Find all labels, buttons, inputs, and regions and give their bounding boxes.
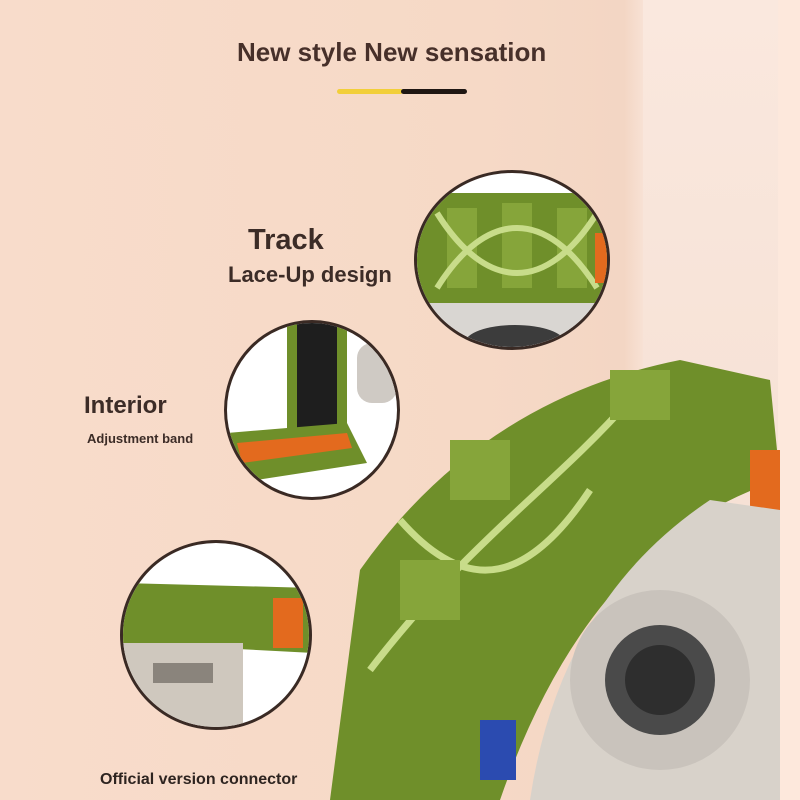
feature-subtitle-adjustment: Adjustment band: [87, 431, 194, 446]
watch-band-image: [330, 360, 780, 800]
feature-title-interior: Interior: [84, 392, 167, 419]
divider-black: [401, 89, 467, 94]
connector-image: [120, 540, 312, 730]
divider-yellow: [337, 89, 403, 94]
feature-subtitle-connector: Official version connector: [100, 771, 298, 788]
feature-subtitle-lace-up: Lace-Up design: [228, 262, 392, 287]
feature-title-track: Track: [248, 224, 324, 256]
lace-up-detail-image: [414, 170, 610, 350]
interior-band-image: [224, 320, 400, 500]
headline: New style New sensation: [237, 37, 547, 67]
